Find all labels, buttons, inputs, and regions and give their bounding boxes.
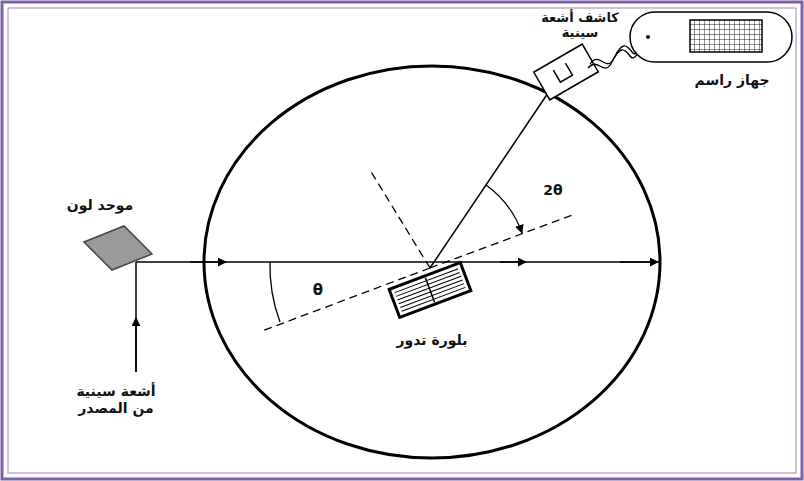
diffracted-beam <box>430 93 548 268</box>
recorder-terminal <box>646 35 650 39</box>
main-beam <box>136 261 660 263</box>
beam-arrow <box>500 261 526 263</box>
recorder-grid <box>690 20 762 52</box>
theta-arc <box>270 262 280 322</box>
chart-recorder <box>630 12 792 62</box>
frame-inner <box>8 8 796 473</box>
source-label: أشعة سينية من المصدر <box>64 383 168 417</box>
two-theta-arc <box>486 185 522 233</box>
crystal-label: بلورة تدور <box>372 332 492 349</box>
source-beam <box>135 262 137 372</box>
monochromator <box>84 226 152 270</box>
beam-arrow <box>190 261 226 263</box>
detector-label: كاشف أشعة سينية <box>538 10 622 41</box>
monochromator-label: موحد لون <box>45 197 155 214</box>
recorder-label: جهاز راسم <box>672 72 792 89</box>
rotating-crystal <box>389 263 471 318</box>
angle-label: θ <box>303 281 333 299</box>
angle-label: 2θ <box>533 182 573 199</box>
normal-line <box>370 170 430 268</box>
crystal-plane-line <box>430 214 575 268</box>
source-beam-arrow <box>135 318 137 372</box>
beam-arrow <box>620 261 658 263</box>
x-ray-detector <box>534 44 598 100</box>
